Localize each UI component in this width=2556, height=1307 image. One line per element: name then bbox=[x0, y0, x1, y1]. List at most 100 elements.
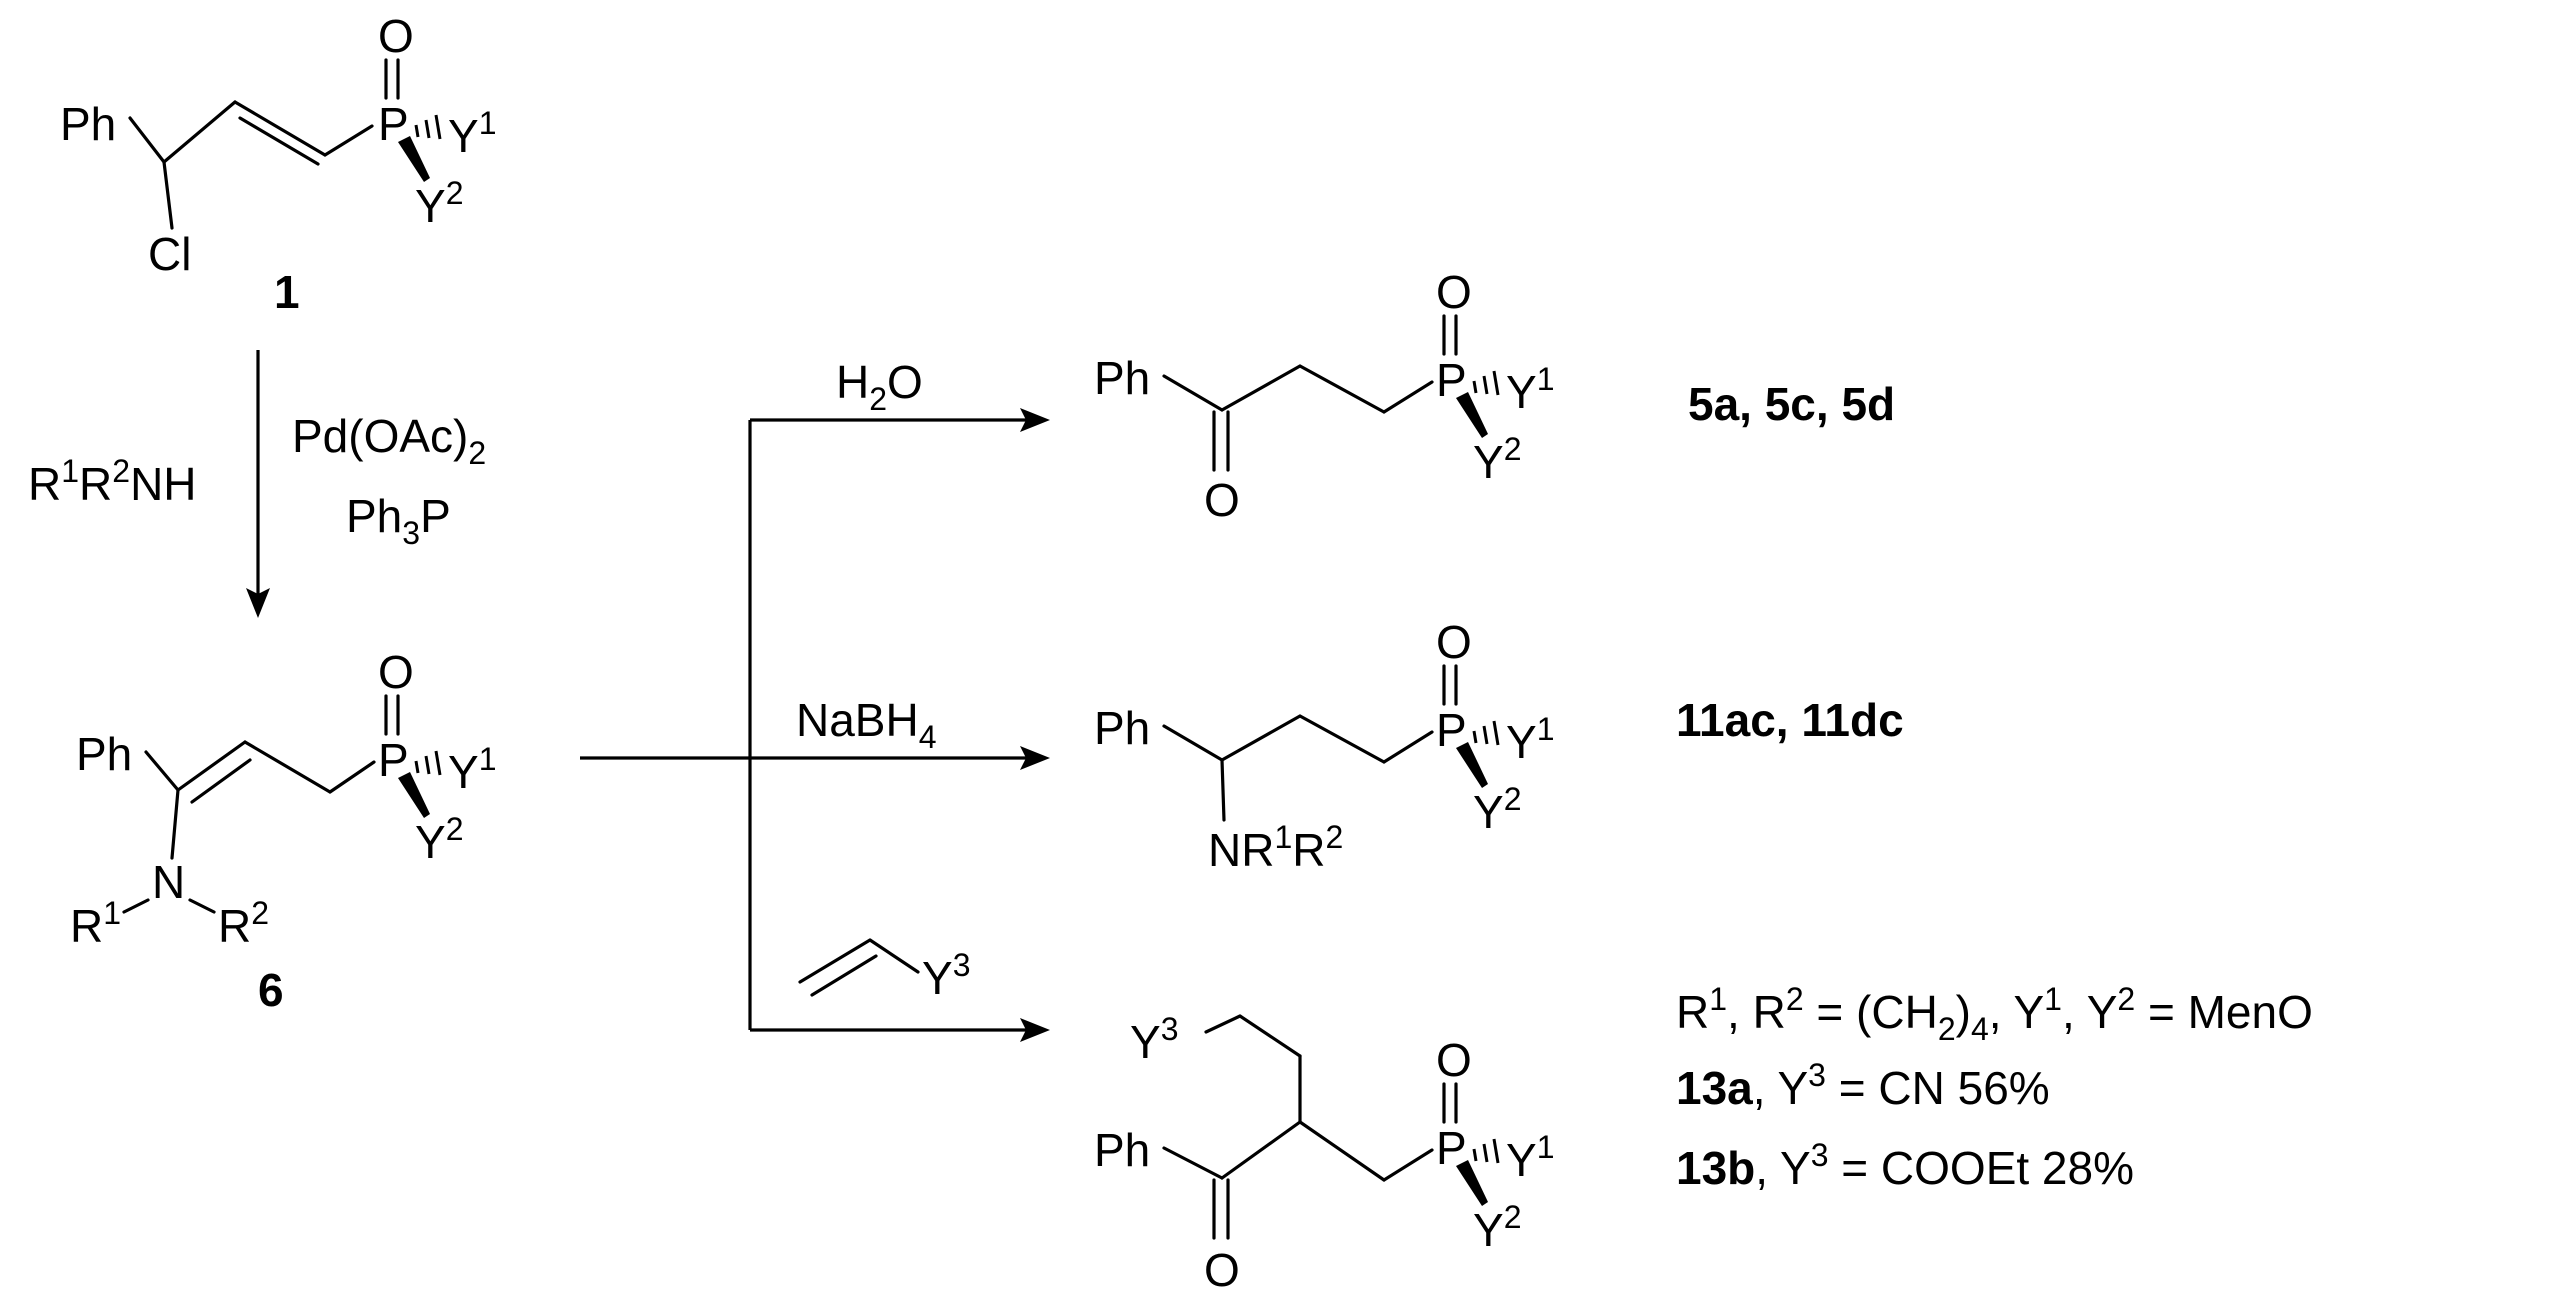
y-label: Y2 bbox=[415, 175, 463, 232]
hash-bond bbox=[1472, 730, 1478, 744]
oxygen-label: O bbox=[378, 10, 414, 62]
y-label: Y1 bbox=[448, 741, 496, 798]
compound-numbers: 11ac, 11dc bbox=[1676, 694, 1904, 746]
amine-substituent: NR1R2 bbox=[1208, 819, 1343, 876]
bond bbox=[1238, 1014, 1302, 1058]
bond bbox=[1298, 714, 1386, 764]
bond bbox=[1220, 364, 1302, 412]
bond bbox=[1220, 714, 1302, 762]
bond bbox=[243, 740, 332, 794]
branch-alkene: Y3 Y3 Ph O P O Y1 Y2 R1, R2 = (CH2)4, Y1… bbox=[798, 938, 2313, 1296]
branch-connector bbox=[580, 408, 1050, 1042]
ligand-reagent: Ph3P bbox=[346, 490, 451, 551]
phenyl-label: Ph bbox=[1094, 352, 1150, 404]
bond bbox=[128, 116, 166, 164]
bond bbox=[1382, 730, 1434, 764]
borohydride-reagent: NaBH4 bbox=[796, 694, 937, 755]
oxygen-label: O bbox=[1436, 616, 1472, 668]
r-label: R2 bbox=[218, 895, 269, 952]
bond bbox=[122, 898, 150, 914]
bond bbox=[1162, 374, 1224, 412]
hash-bond bbox=[1482, 1143, 1489, 1163]
hash-bond bbox=[424, 119, 431, 139]
bond bbox=[1382, 1148, 1434, 1182]
bond bbox=[323, 124, 374, 157]
bond bbox=[1220, 758, 1226, 822]
compound-numbers: 5a, 5c, 5d bbox=[1688, 378, 1895, 430]
r-label: R1 bbox=[70, 895, 121, 952]
amine-reagent: R1R2NH bbox=[28, 453, 197, 510]
hash-bond bbox=[414, 760, 420, 774]
bond bbox=[1220, 1120, 1302, 1180]
phenyl-label: Ph bbox=[60, 98, 116, 150]
result-13a: 13a, Y3 = CN 56% bbox=[1676, 1057, 2050, 1114]
bond bbox=[233, 100, 327, 157]
double-bond bbox=[190, 758, 252, 804]
oxygen-label: O bbox=[1204, 474, 1240, 526]
hash-bond bbox=[1492, 370, 1500, 396]
y-label: Y3 bbox=[1130, 1011, 1178, 1068]
compound-number: 6 bbox=[258, 964, 284, 1016]
phenyl-label: Ph bbox=[1094, 702, 1150, 754]
compound-1: Ph Cl P O Y1 Y2 1 bbox=[60, 10, 496, 318]
bond bbox=[162, 160, 174, 230]
double-bond bbox=[238, 116, 320, 166]
bond bbox=[188, 898, 216, 914]
y-label: Y2 bbox=[1473, 431, 1521, 488]
chloro-label: Cl bbox=[148, 228, 191, 280]
bond bbox=[1162, 724, 1224, 762]
substituent-definition: R1, R2 = (CH2)4, Y1, Y2 = MenO bbox=[1676, 981, 2313, 1047]
wedge-bond bbox=[398, 772, 430, 818]
double-bond bbox=[798, 938, 872, 984]
bond bbox=[1298, 364, 1386, 414]
wedge-bond bbox=[1456, 1160, 1488, 1206]
bond bbox=[176, 740, 247, 792]
y-label: Y1 bbox=[448, 105, 496, 162]
y-label: Y1 bbox=[1506, 361, 1554, 418]
phenyl-label: Ph bbox=[1094, 1124, 1150, 1176]
y-label: Y1 bbox=[1506, 1129, 1554, 1186]
hash-bond bbox=[1482, 725, 1489, 745]
hash-bond bbox=[1492, 1138, 1500, 1164]
oxygen-label: O bbox=[1436, 266, 1472, 318]
bond bbox=[162, 100, 237, 164]
branch-borohydride: NaBH4 Ph NR1R2 P O Y1 Y2 11ac, 11dc bbox=[796, 616, 1904, 876]
compound-number: 1 bbox=[274, 266, 300, 318]
oxygen-label: O bbox=[1436, 1034, 1472, 1086]
bond bbox=[868, 938, 920, 974]
branch-water: H2O Ph O P O Y1 Y2 5a, 5c, 5d bbox=[836, 266, 1895, 526]
alkene-reagent: Y3 bbox=[922, 947, 970, 1004]
wedge-bond bbox=[1456, 742, 1488, 788]
y-label: Y2 bbox=[1473, 781, 1521, 838]
result-13b: 13b, Y3 = COOEt 28% bbox=[1676, 1137, 2134, 1194]
bond bbox=[1382, 380, 1434, 414]
bond bbox=[1162, 1146, 1224, 1180]
bond bbox=[328, 760, 376, 794]
y-label: Y2 bbox=[415, 811, 463, 868]
arrow-head bbox=[1020, 1018, 1050, 1042]
hash-bond bbox=[434, 114, 442, 140]
hash-bond bbox=[1472, 1148, 1478, 1162]
hash-bond bbox=[1482, 375, 1489, 395]
bond bbox=[144, 750, 180, 792]
catalyst-reagent: Pd(OAc)2 bbox=[292, 410, 486, 471]
bond bbox=[1204, 1014, 1242, 1034]
wedge-bond bbox=[1456, 392, 1488, 438]
arrow-head bbox=[246, 588, 270, 618]
hash-bond bbox=[1492, 720, 1500, 746]
bond bbox=[170, 788, 180, 860]
arrow-head bbox=[1020, 408, 1050, 432]
double-bond bbox=[810, 954, 878, 997]
hash-bond bbox=[424, 755, 431, 775]
oxygen-label: O bbox=[1204, 1244, 1240, 1296]
compound-6: Ph P O Y1 Y2 N R1 R2 6 bbox=[70, 646, 496, 1016]
hash-bond bbox=[1472, 380, 1478, 394]
step-1: R1R2NH Pd(OAc)2 Ph3P bbox=[28, 350, 486, 618]
nitrogen-label: N bbox=[152, 856, 185, 908]
hash-bond bbox=[434, 750, 442, 776]
y-label: Y2 bbox=[1473, 1199, 1521, 1256]
y-label: Y1 bbox=[1506, 711, 1554, 768]
arrow-head bbox=[1020, 746, 1050, 770]
oxygen-label: O bbox=[378, 646, 414, 698]
